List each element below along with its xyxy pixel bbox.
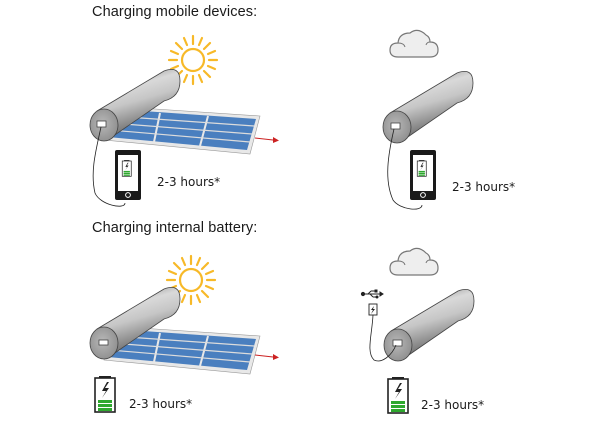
cable: [369, 314, 397, 362]
phone-icon: [410, 150, 436, 200]
phone-icon: [115, 150, 141, 200]
cable: [92, 126, 126, 207]
duration-label: 2-3 hours*: [452, 180, 516, 194]
usb-port: [390, 122, 401, 130]
cable: [387, 128, 423, 210]
port: [98, 339, 109, 346]
battery-roll: [382, 70, 474, 144]
arrow-icon: [254, 136, 280, 144]
wall-plug-icon: [368, 303, 378, 316]
cloud-icon: [389, 29, 439, 58]
usb-port: [96, 120, 107, 128]
duration-label: 2-3 hours*: [157, 175, 221, 189]
battery-icon: [94, 375, 116, 413]
arrow-icon: [254, 353, 280, 361]
duration-label: 2-3 hours*: [129, 397, 193, 411]
section-title-mobile-devices: Charging mobile devices:: [92, 4, 258, 20]
duration-label: 2-3 hours*: [421, 398, 485, 412]
battery-icon: [387, 376, 409, 414]
usb-icon: [360, 289, 384, 299]
battery-roll: [383, 288, 475, 362]
cloud-icon: [389, 247, 439, 276]
section-title-internal-battery: Charging internal battery:: [92, 220, 258, 236]
usb-port: [392, 339, 403, 347]
